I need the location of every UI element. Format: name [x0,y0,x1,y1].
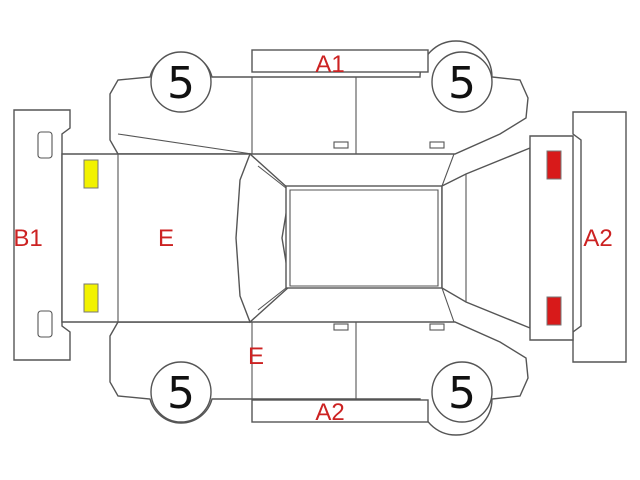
label-e-hood: E [158,225,174,252]
label-a1-top: A1 [315,51,344,78]
tire-score-rear-top: 5 [448,58,476,109]
red-damage-marker [546,150,562,180]
tire-front-top: 5 [150,51,212,113]
tire-score-front-top: 5 [167,58,195,109]
car-side-bottom [109,321,529,436]
tire-score-rear-bottom: 5 [448,368,476,419]
tire-rear-bottom: 5 [431,361,493,423]
red-damage-marker [546,296,562,326]
front-bumper-panel [13,109,71,361]
label-e-side: E [248,343,264,370]
car-top-view [61,135,574,341]
tire-front-bottom: 5 [150,361,212,423]
yellow-damage-marker [83,283,99,313]
label-a2-right: A2 [583,225,612,252]
tire-score-front-bottom: 5 [167,368,195,419]
tire-rear-top: 5 [431,51,493,113]
yellow-damage-marker [83,159,99,189]
label-b1-left: B1 [13,225,42,252]
label-a2-bottom: A2 [315,399,344,426]
